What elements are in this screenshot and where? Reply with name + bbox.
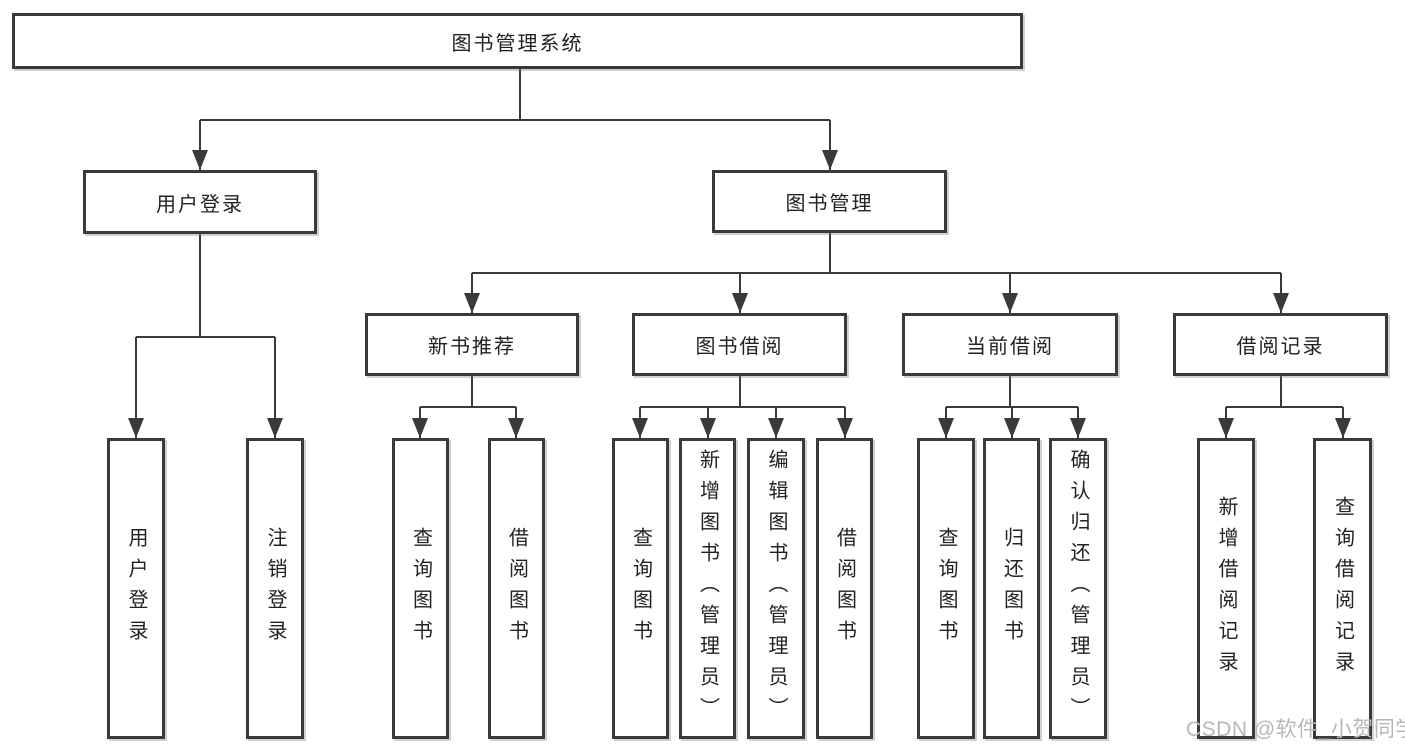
- node-leaf-query-books-recommend: 查询图书: [392, 438, 449, 739]
- connector-user-login-children: [128, 234, 283, 438]
- connector-book-borrow-children: [632, 376, 853, 438]
- connector-new-books-children: [412, 376, 524, 438]
- node-leaf-query-books-current: 查询图书: [917, 438, 975, 739]
- node-leaf-confirm-return-admin: 确认归还（管理员）: [1049, 438, 1107, 739]
- connector-book-mgmt-children: [464, 233, 1289, 313]
- node-leaf-borrow-books: 借阅图书: [816, 438, 873, 739]
- node-leaf-edit-books-admin: 编辑图书（管理员）: [747, 438, 805, 739]
- node-borrow-records: 借阅记录: [1173, 313, 1388, 376]
- connector-borrow-records-children: [1218, 376, 1351, 438]
- node-leaf-query-books-borrow: 查询图书: [612, 438, 669, 739]
- node-book-management: 图书管理: [712, 170, 947, 233]
- node-book-borrow: 图书借阅: [632, 313, 847, 376]
- watermark: CSDN @软件_小贺同学: [1186, 718, 1405, 741]
- node-root-system: 图书管理系统: [12, 13, 1023, 69]
- node-new-book-recommend: 新书推荐: [365, 313, 579, 376]
- node-leaf-logout: 注销登录: [246, 438, 304, 739]
- node-user-login: 用户登录: [83, 170, 317, 234]
- node-leaf-user-login: 用户登录: [107, 438, 165, 739]
- node-leaf-add-books-admin: 新增图书（管理员）: [679, 438, 736, 739]
- node-leaf-query-borrow-record: 查询借阅记录: [1313, 438, 1372, 739]
- connector-root-to-level2: [192, 69, 838, 170]
- node-leaf-add-borrow-record: 新增借阅记录: [1197, 438, 1255, 739]
- node-leaf-return-books: 归还图书: [983, 438, 1040, 739]
- node-leaf-borrow-books-recommend: 借阅图书: [488, 438, 545, 739]
- node-current-borrow: 当前借阅: [902, 313, 1118, 376]
- connector-current-borrow-children: [938, 376, 1086, 438]
